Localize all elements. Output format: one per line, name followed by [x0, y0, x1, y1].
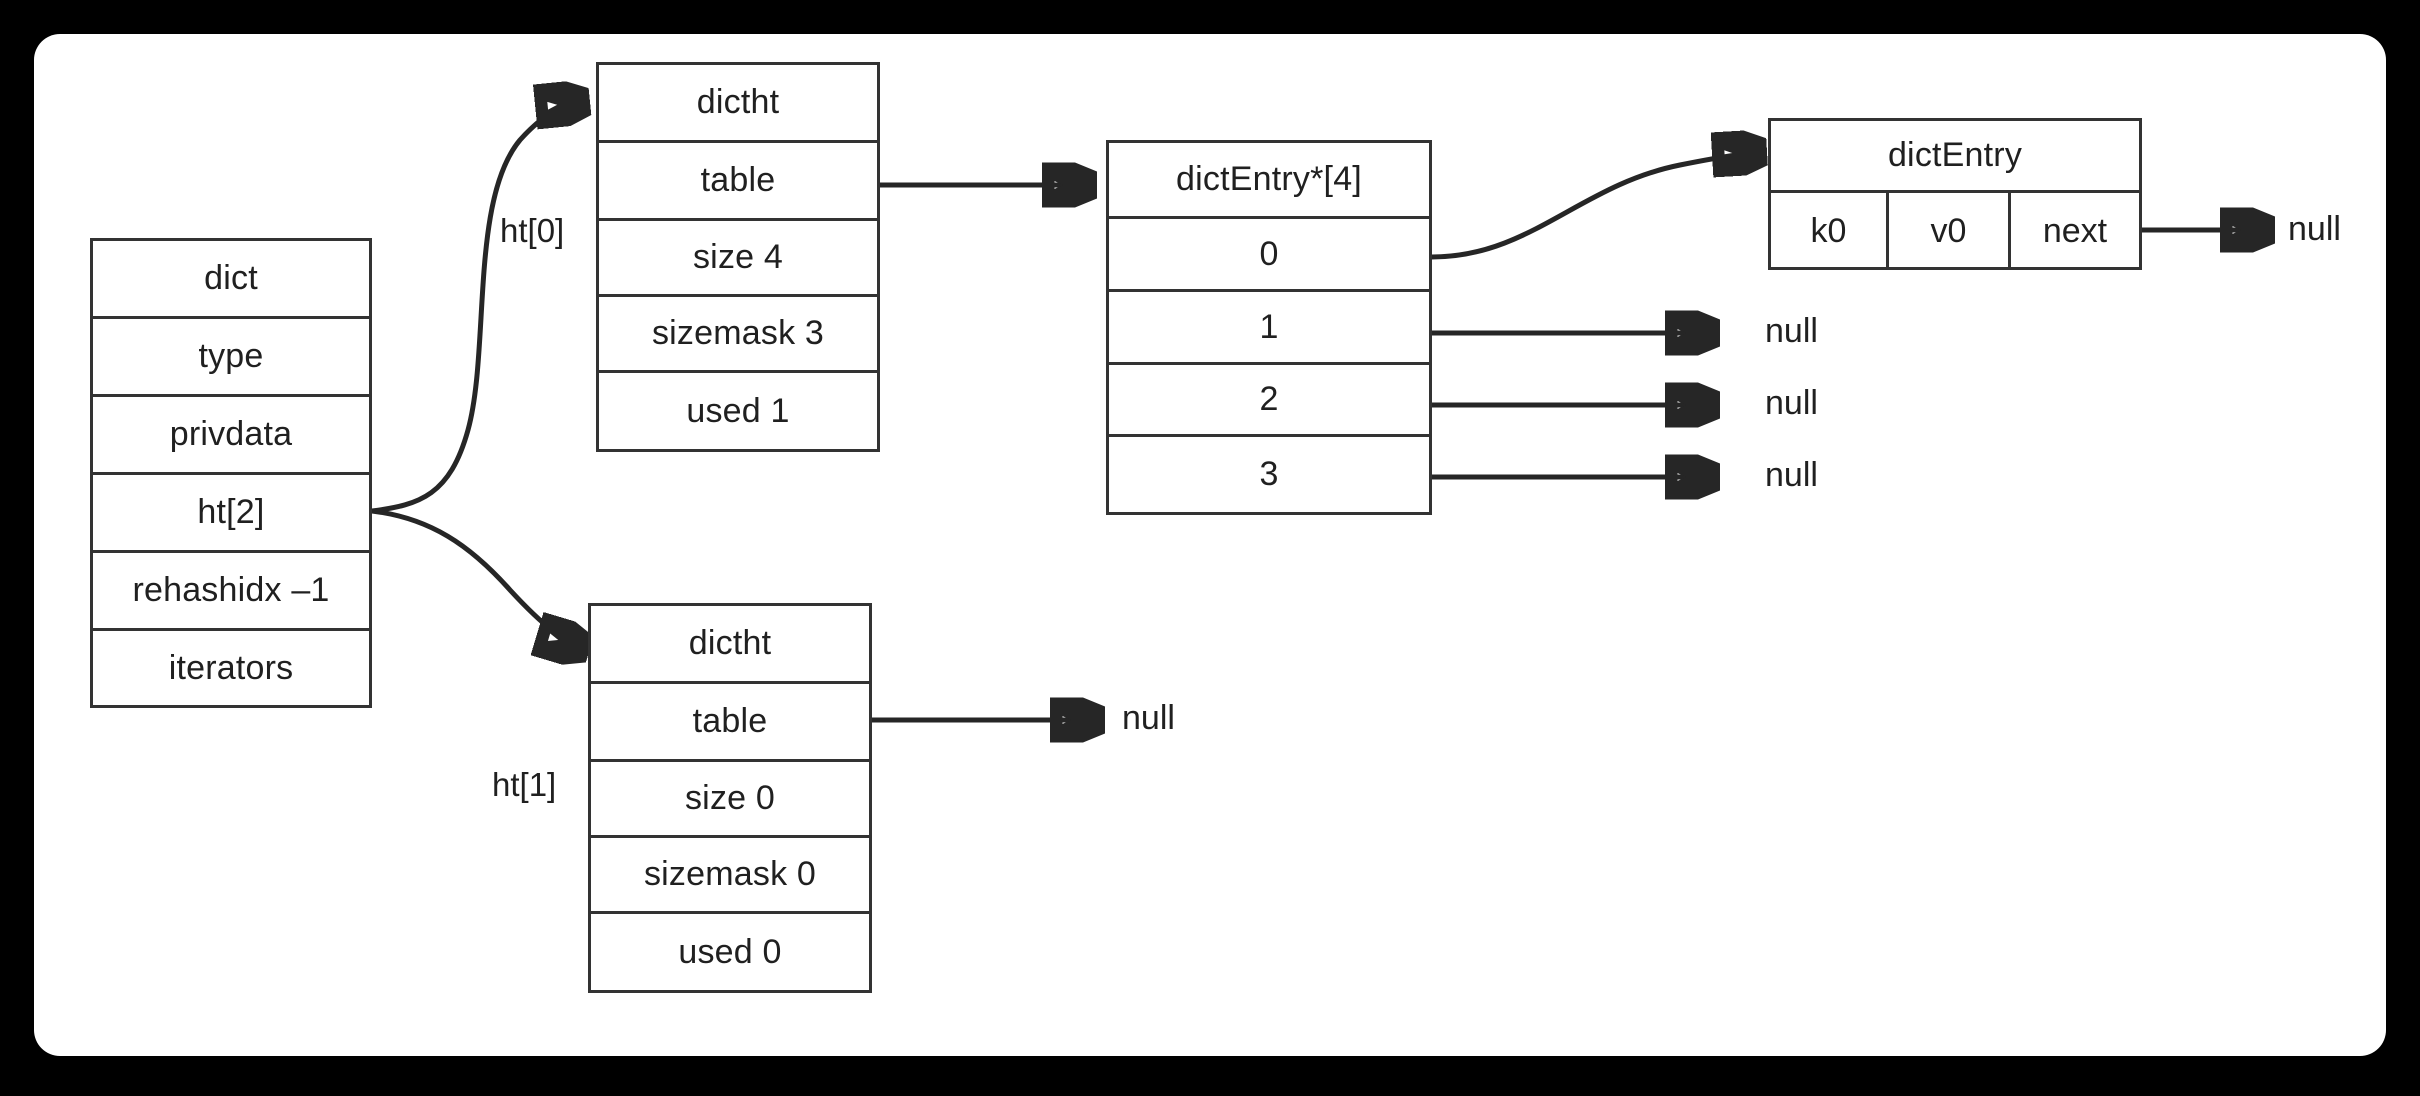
- ht0-field-used: used 1: [686, 391, 790, 430]
- ht0-dictht-struct: dictht table size 4 sizemask 3 used 1: [596, 62, 880, 452]
- ht1-field-table: table: [591, 684, 869, 762]
- dict-entry-value: v0: [1889, 193, 2011, 270]
- edge-ht1: [371, 508, 585, 648]
- edge-ht0: [371, 102, 585, 514]
- ht0-field-table: table: [599, 143, 877, 221]
- ht1-field-size: size 0: [591, 762, 869, 838]
- ht0-field-sizemask: sizemask 3: [599, 297, 877, 373]
- dict-entry-key: k0: [1771, 193, 1889, 270]
- null-label-table1: null: [1122, 699, 1175, 737]
- null-label-slot-3: null: [1765, 456, 1818, 494]
- dict-field-rehashidx: rehashidx –1: [93, 553, 369, 631]
- edge-label-ht1: ht[1]: [492, 766, 557, 803]
- dict-entry-struct: dictEntry k0 v0 next: [1768, 118, 2142, 270]
- bucket-array-struct: dictEntry*[4] 0 1 2 3: [1106, 140, 1432, 515]
- dict-field-ht: ht[2]: [93, 475, 369, 553]
- ht1-field-used: used 0: [678, 932, 782, 971]
- ht0-header: dictht: [599, 65, 877, 143]
- dict-entry-header: dictEntry: [1771, 121, 2139, 193]
- dict-field-privdata: privdata: [93, 397, 369, 475]
- bucket-slot-1: 1: [1109, 292, 1429, 365]
- bucket-slot-2: 2: [1109, 365, 1429, 437]
- dict-entry-fields-row: k0 v0 next: [1771, 193, 2139, 270]
- dict-field-type: type: [93, 319, 369, 397]
- ht1-header: dictht: [591, 606, 869, 684]
- dict-struct: dict type privdata ht[2] rehashidx –1 it…: [90, 238, 372, 708]
- null-label-slot-1: null: [1765, 312, 1818, 350]
- ht0-field-size: size 4: [599, 221, 877, 297]
- ht1-field-sizemask: sizemask 0: [591, 838, 869, 914]
- dict-entry-next: next: [2042, 212, 2108, 250]
- edge-label-ht0: ht[0]: [500, 212, 565, 249]
- null-label-entry-next: null: [2288, 210, 2341, 248]
- edge-slot0-to-entry: [1431, 152, 1762, 260]
- bucket-slot-3: 3: [1259, 455, 1279, 493]
- bucket-array-header: dictEntry*[4]: [1109, 143, 1429, 219]
- bucket-slot-0: 0: [1109, 219, 1429, 292]
- dict-header: dict: [93, 241, 369, 319]
- ht1-dictht-struct: dictht table size 0 sizemask 0 used 0: [588, 603, 872, 993]
- dict-field-iterators: iterators: [168, 648, 294, 687]
- null-label-slot-2: null: [1765, 384, 1818, 422]
